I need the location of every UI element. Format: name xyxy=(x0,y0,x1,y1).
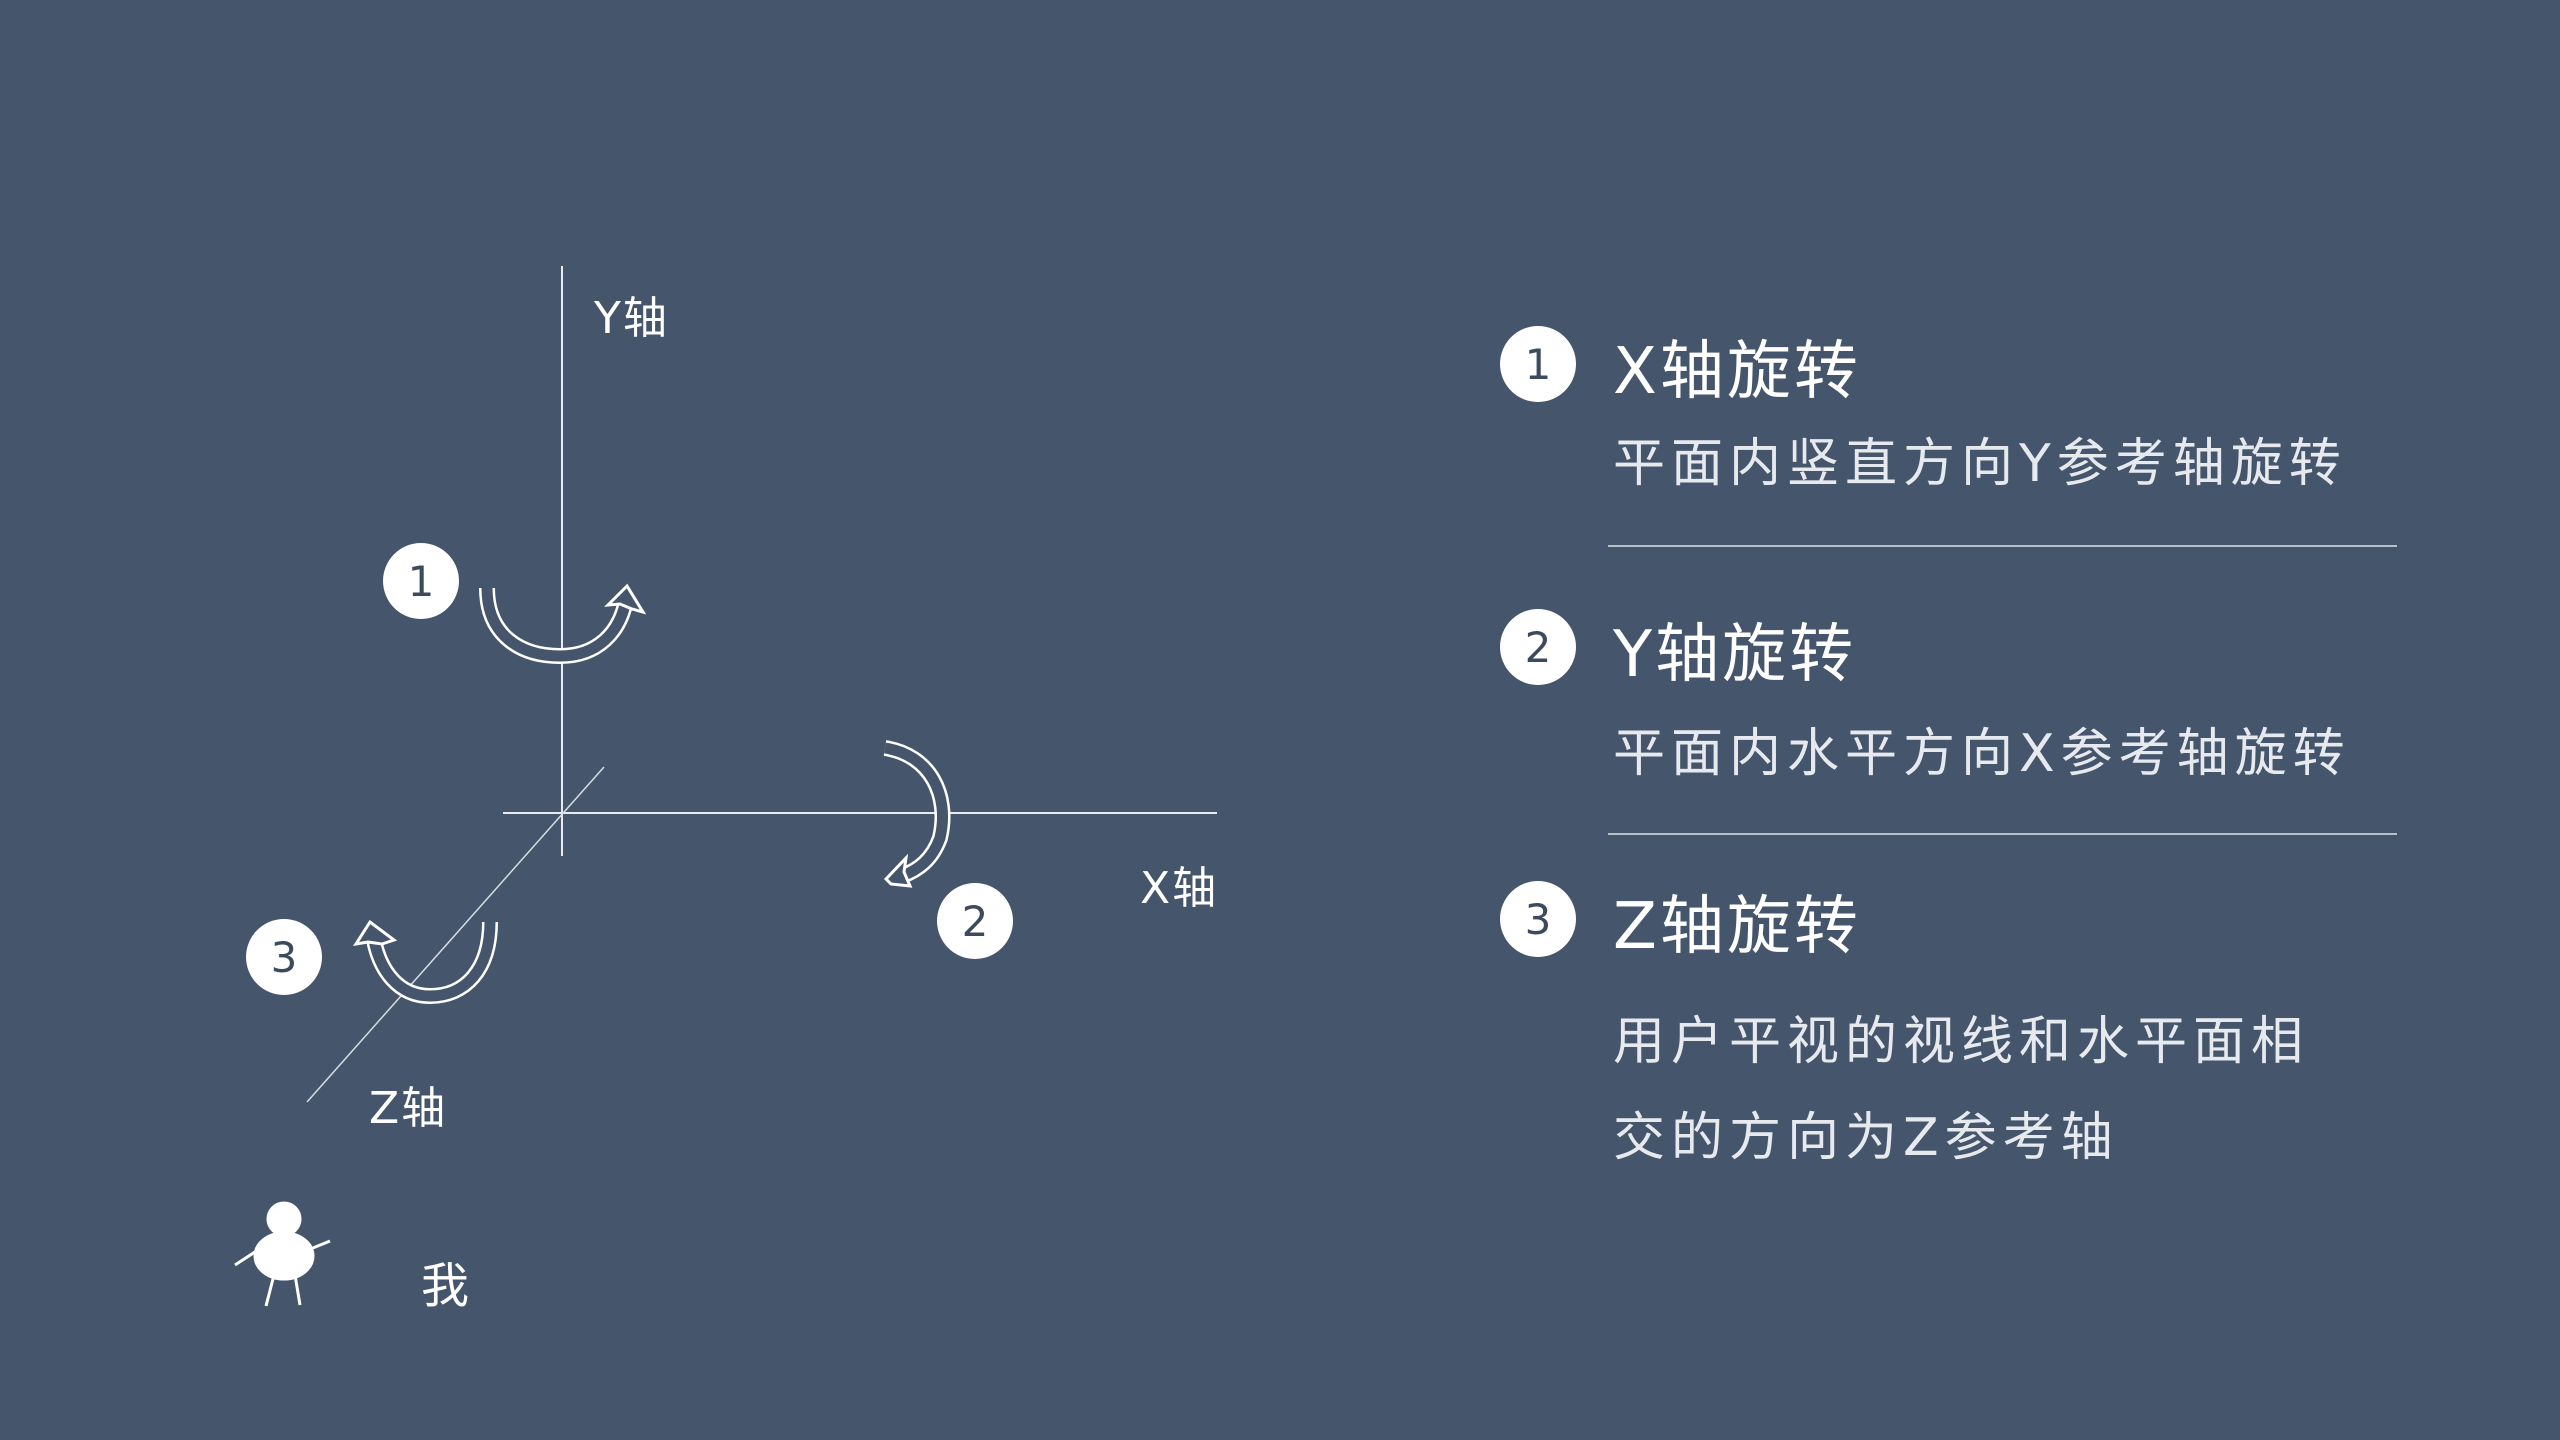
divider xyxy=(1608,545,2397,547)
rotate-arrow-3-icon xyxy=(352,919,498,1005)
marker-2: 2 xyxy=(937,883,1013,959)
marker-1: 1 xyxy=(383,543,459,619)
z-axis-line xyxy=(306,766,605,1103)
item-description: 平面内水平方向X参考轴旋转 xyxy=(1613,724,2351,784)
item-title: X轴旋转 xyxy=(1613,335,1861,409)
rotate-arrow-2-icon xyxy=(883,740,951,888)
x-axis-label: X轴 xyxy=(1140,863,1219,914)
item-description: 平面内竖直方向Y参考轴旋转 xyxy=(1613,434,2347,494)
rotate-arrow-1-icon xyxy=(479,583,647,665)
item-number: 2 xyxy=(1500,609,1576,685)
item-number: 3 xyxy=(1500,881,1576,957)
z-axis-label: Z轴 xyxy=(369,1083,448,1134)
viewer-label: 我 xyxy=(421,1258,472,1314)
person-icon xyxy=(234,1201,331,1307)
item-description-line-1: 用户平视的视线和水平面相 xyxy=(1613,1012,2310,1072)
marker-3: 3 xyxy=(246,919,322,995)
item-description-line-2: 交的方向为Z参考轴 xyxy=(1613,1108,2119,1168)
divider xyxy=(1608,833,2397,835)
y-axis-label: Y轴 xyxy=(594,293,669,344)
item-number: 1 xyxy=(1500,326,1576,402)
item-title: Y轴旋转 xyxy=(1613,618,1857,692)
item-title: Z轴旋转 xyxy=(1613,890,1861,964)
